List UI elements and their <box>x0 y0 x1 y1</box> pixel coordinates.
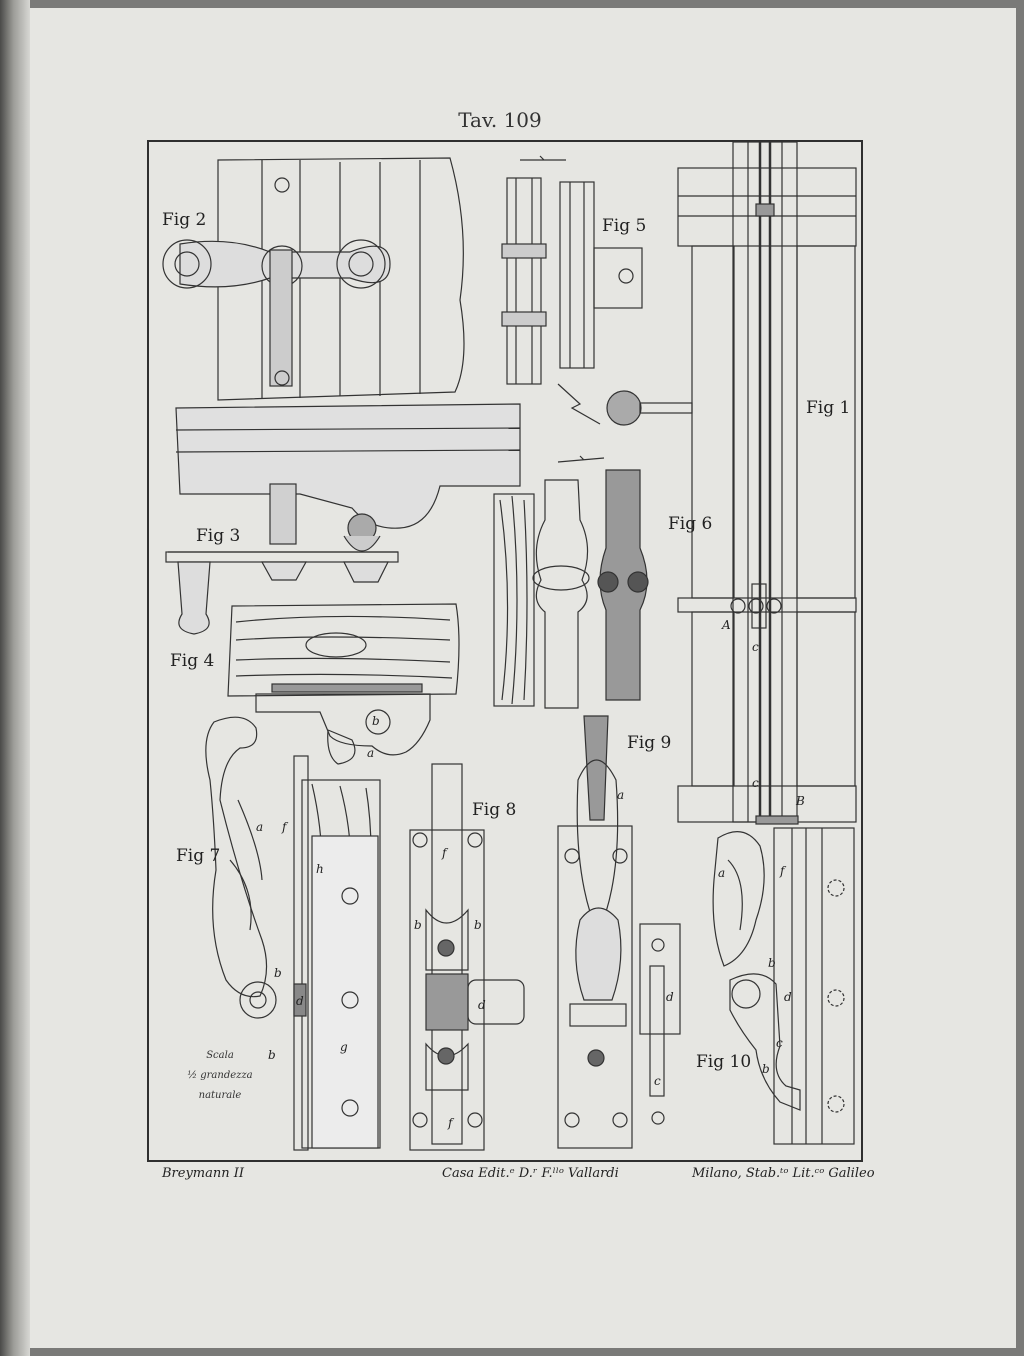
scale-note: Scala ½ grandezza naturale <box>170 1046 270 1106</box>
ref-letter-B: B <box>796 794 805 808</box>
ref-letter-g-fig7: g <box>340 1040 348 1054</box>
scale-line-3: naturale <box>198 1090 242 1101</box>
fig8-bolt <box>409 763 525 1151</box>
ref-letter-b-fig10a: b <box>768 956 776 970</box>
ref-letter-b-fig7a: b <box>274 966 282 980</box>
ref-letter-a-fig7: a <box>256 820 264 834</box>
footer-publisher: Casa Edit.ᵉ D.ʳ F.ˡˡᵒ Vallardi <box>442 1166 619 1181</box>
ref-letter-A: A <box>722 618 731 632</box>
ref-letter-a-fig10: a <box>718 866 726 880</box>
ref-letter-b-fig4: b <box>372 714 380 728</box>
fig4-plank <box>227 603 460 765</box>
fig7-label: Fig 7 <box>176 846 221 866</box>
plate-title: Tav. 109 <box>458 108 542 132</box>
ref-letter-f-fig7: f <box>282 820 287 834</box>
fig2-hinge <box>162 157 465 401</box>
ref-letter-h-fig7: h <box>316 862 324 876</box>
fig6-baluster <box>493 455 649 709</box>
fig3-section <box>165 403 521 635</box>
ref-letter-c-fig1a: c <box>752 640 759 654</box>
ref-letter-b-fig8b: b <box>474 918 482 932</box>
scale-line-2: ½ grandezza <box>187 1070 253 1081</box>
fig6-label: Fig 6 <box>668 514 713 534</box>
fig10-label: Fig 10 <box>696 1052 752 1072</box>
fig7-handle <box>205 716 381 1151</box>
fig3-label: Fig 3 <box>196 526 241 546</box>
ref-letter-c-fig10: c <box>776 1036 783 1050</box>
fig10-detail <box>712 827 855 1145</box>
footer-printer: Milano, Stab.ᵗᵒ Lit.ᶜᵒ Galileo <box>692 1166 875 1181</box>
fig1-label: Fig 1 <box>806 398 851 418</box>
fig8-label: Fig 8 <box>472 800 517 820</box>
scale-line-1: Scala <box>206 1050 234 1061</box>
plate-frame <box>147 140 863 1162</box>
fig1-window-frame <box>677 141 857 825</box>
fig5-label: Fig 5 <box>602 216 647 236</box>
plate-page <box>30 8 1016 1348</box>
ref-letter-a-fig4: a <box>367 746 375 760</box>
ref-letter-a-fig9: a <box>617 788 625 802</box>
ref-letter-d-fig8: d <box>478 998 486 1012</box>
book-gutter <box>0 0 30 1356</box>
fig9-ornate-bolt <box>557 715 681 1149</box>
ref-letter-b-fig10b: b <box>762 1062 770 1076</box>
footer-author: Breymann II <box>162 1166 245 1181</box>
ref-letter-d-fig9: d <box>666 990 674 1004</box>
ref-letter-f-fig10: f <box>780 864 785 878</box>
fig2-label: Fig 2 <box>162 210 207 230</box>
ref-letter-c-fig1b: c <box>752 776 759 790</box>
ref-letter-d-fig10: d <box>784 990 792 1004</box>
fig4-label: Fig 4 <box>170 651 215 671</box>
ref-letter-f-fig8a: f <box>442 846 447 860</box>
ref-letter-b-fig8a: b <box>414 918 422 932</box>
ref-letter-b-fig7b: b <box>268 1048 276 1062</box>
ref-letter-f-fig8b: f <box>448 1116 453 1130</box>
fig9-label: Fig 9 <box>627 733 672 753</box>
ref-letter-d-fig7: d <box>296 994 304 1008</box>
ref-letter-c-fig9: c <box>654 1074 661 1088</box>
fig5-bars <box>501 155 693 426</box>
